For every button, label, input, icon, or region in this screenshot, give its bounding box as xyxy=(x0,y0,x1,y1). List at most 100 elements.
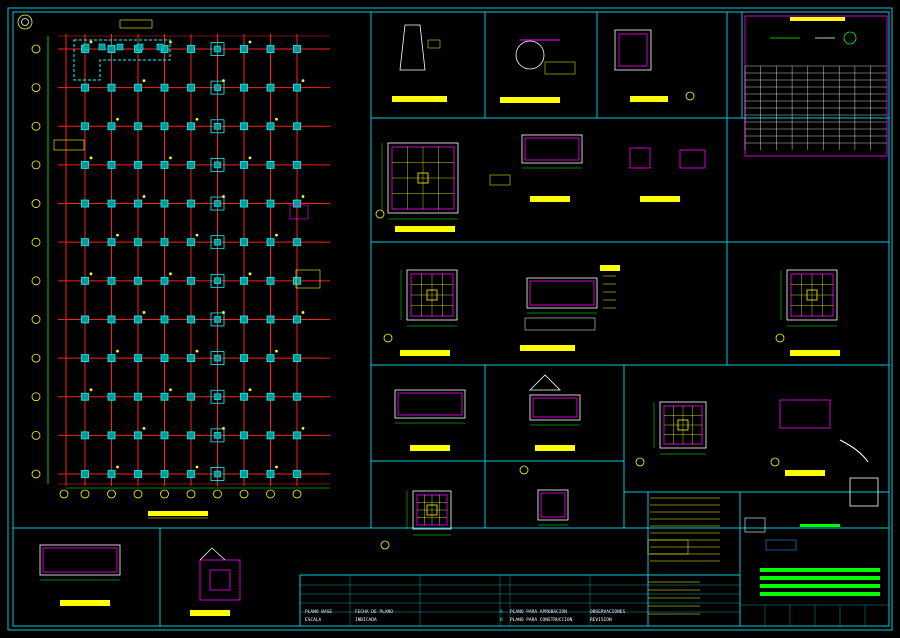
plan-footing-tag xyxy=(275,465,278,469)
grid-axis-bubble-icon xyxy=(59,489,69,499)
bottom-section-detail xyxy=(39,544,121,576)
detail-title-tag xyxy=(395,226,455,232)
title-green-bar xyxy=(760,576,880,580)
plan-column xyxy=(214,238,221,246)
title-block-frame xyxy=(299,574,741,627)
plan-column xyxy=(82,43,90,51)
plan-footing xyxy=(187,199,195,208)
plan-footing xyxy=(187,161,195,169)
section-rebar xyxy=(42,547,118,573)
title-green-bar xyxy=(760,584,880,588)
plan-footing xyxy=(81,83,89,92)
plan-footing xyxy=(134,122,142,131)
plan-footing xyxy=(81,470,89,478)
plan-column xyxy=(116,43,124,51)
section-rebar xyxy=(397,392,463,416)
plan-footing-tag xyxy=(142,311,146,314)
plan-footing xyxy=(293,431,301,440)
plan-footing-tag xyxy=(89,156,93,160)
plan-column xyxy=(214,277,221,285)
plan-footing-tag xyxy=(301,195,305,198)
plan-footing-tag xyxy=(301,426,305,430)
detail-roof-section xyxy=(529,374,561,391)
detail-title-tag xyxy=(640,196,680,202)
grid-axis-bubble-icon xyxy=(80,489,90,499)
detail-title-tag xyxy=(630,96,668,102)
plan-footing xyxy=(293,276,301,285)
plan-footing xyxy=(266,238,275,247)
plan-footing-tag xyxy=(89,388,93,392)
bottom-column-rebar xyxy=(209,569,231,591)
plan-footing xyxy=(107,315,116,324)
plan-footing xyxy=(293,392,301,401)
plan-footing xyxy=(266,431,275,440)
detail-callout xyxy=(544,61,576,75)
plan-footing xyxy=(160,83,169,92)
plan-footing-tag xyxy=(248,40,252,44)
plan-footing xyxy=(107,83,116,92)
plan-footing xyxy=(210,428,225,443)
plan-footing-tag xyxy=(222,426,225,430)
plan-footing xyxy=(160,392,169,401)
detail-title-tag xyxy=(520,345,575,351)
plan-footing xyxy=(240,83,248,92)
plan-column xyxy=(214,354,221,362)
plan-footing xyxy=(134,354,142,362)
title-green-bar xyxy=(760,568,880,572)
grid-axis-bubble-icon xyxy=(133,489,143,499)
plan-footing-tag xyxy=(169,156,172,160)
detail-title-tag xyxy=(190,610,230,616)
plan-footing xyxy=(134,431,142,440)
plan-footing-tag xyxy=(116,233,119,237)
plan-footing xyxy=(210,235,225,250)
plan-column xyxy=(98,43,106,51)
plan-footing xyxy=(160,276,169,285)
detail-title-tag xyxy=(600,265,620,271)
plan-footing xyxy=(210,312,225,327)
detail-marker xyxy=(383,333,393,343)
section-rebar xyxy=(524,137,580,161)
plan-footing xyxy=(187,45,195,53)
detail-column-rebar xyxy=(618,33,648,67)
grid-axis-bubble-icon xyxy=(31,44,41,54)
detail-arrow xyxy=(839,439,869,463)
plan-title-tag xyxy=(148,511,208,516)
section-rebar xyxy=(540,492,566,518)
plan-footing xyxy=(210,273,225,288)
plan-footing-tag xyxy=(169,388,172,392)
grid-axis-bubble-icon xyxy=(31,315,41,324)
section-rebar xyxy=(532,397,578,418)
section-rebar xyxy=(529,280,595,306)
plan-footing xyxy=(187,431,195,440)
footing-plan-detail xyxy=(387,142,459,214)
plan-footing xyxy=(134,315,142,324)
detail-title-tag xyxy=(530,196,570,202)
plan-footing xyxy=(293,354,301,362)
plan-footing-tag xyxy=(116,349,119,353)
plan-footing xyxy=(266,470,275,478)
plan-column xyxy=(136,43,144,51)
plan-footing-tag xyxy=(275,117,278,121)
footing-plan-detail xyxy=(659,401,707,449)
schedule-bend-icon xyxy=(843,31,857,45)
plan-footing-tag xyxy=(301,311,305,314)
grid-axis-bubble-icon xyxy=(292,489,302,499)
detail-marker xyxy=(775,333,785,343)
rebar-schedule-table xyxy=(744,15,888,157)
plan-footing xyxy=(81,315,89,324)
plan-footing xyxy=(81,276,89,285)
plan-footing xyxy=(160,431,169,440)
title-block-text: REVISION xyxy=(590,617,612,623)
beam-section-detail xyxy=(529,394,581,421)
plan-stair-core xyxy=(73,39,171,81)
plan-footing xyxy=(107,161,116,169)
company-logo-box xyxy=(744,517,766,533)
plan-footing xyxy=(266,122,275,131)
plan-footing xyxy=(293,470,301,478)
detail-callout xyxy=(427,39,441,49)
plan-footing xyxy=(81,161,89,169)
plan-footing xyxy=(107,392,116,401)
plan-column xyxy=(214,432,221,439)
title-block-text: B xyxy=(500,617,503,623)
